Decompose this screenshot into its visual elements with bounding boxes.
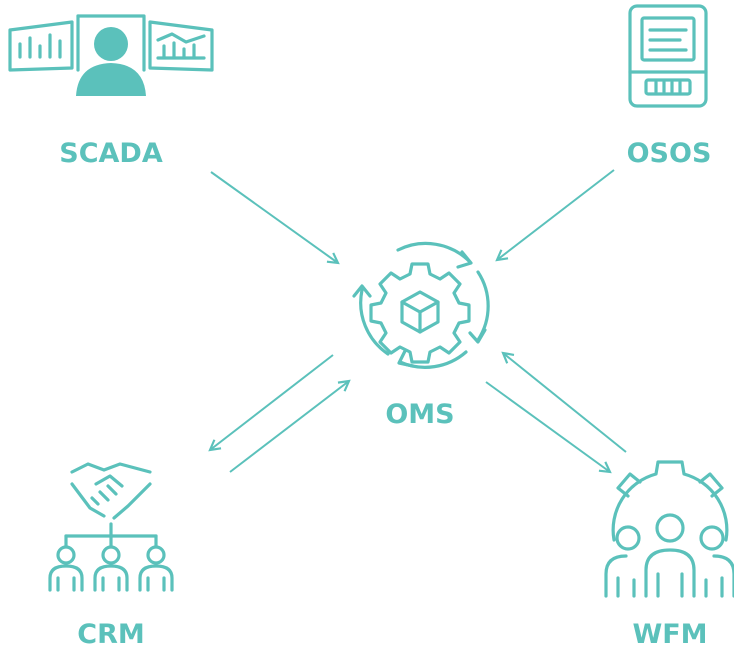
oms-to-wfm-arrow xyxy=(485,381,610,472)
osos-node: OSOS xyxy=(627,4,712,169)
oms-node: OMS xyxy=(352,241,490,430)
oms-label: OMS xyxy=(385,399,454,430)
scada-label: SCADA xyxy=(59,138,163,169)
operator-monitors-icon xyxy=(8,14,214,96)
wfm-label: WFM xyxy=(632,619,707,650)
team-gear-icon xyxy=(604,460,734,598)
crm-to-oms-arrow xyxy=(229,381,349,473)
scada-to-oms-arrow xyxy=(210,171,338,263)
wfm-to-oms-arrow xyxy=(503,353,627,453)
smart-meter-icon xyxy=(628,4,708,108)
oms-to-crm-arrow xyxy=(210,354,334,450)
wfm-node: WFM xyxy=(604,460,734,650)
gear-cube-cycle-icon xyxy=(352,241,490,369)
crm-label: CRM xyxy=(77,619,144,650)
osos-label: OSOS xyxy=(627,138,712,169)
crm-node: CRM xyxy=(48,462,174,650)
handshake-team-icon xyxy=(48,462,174,592)
scada-node: SCADA xyxy=(8,14,214,169)
osos-to-oms-arrow xyxy=(497,169,615,260)
